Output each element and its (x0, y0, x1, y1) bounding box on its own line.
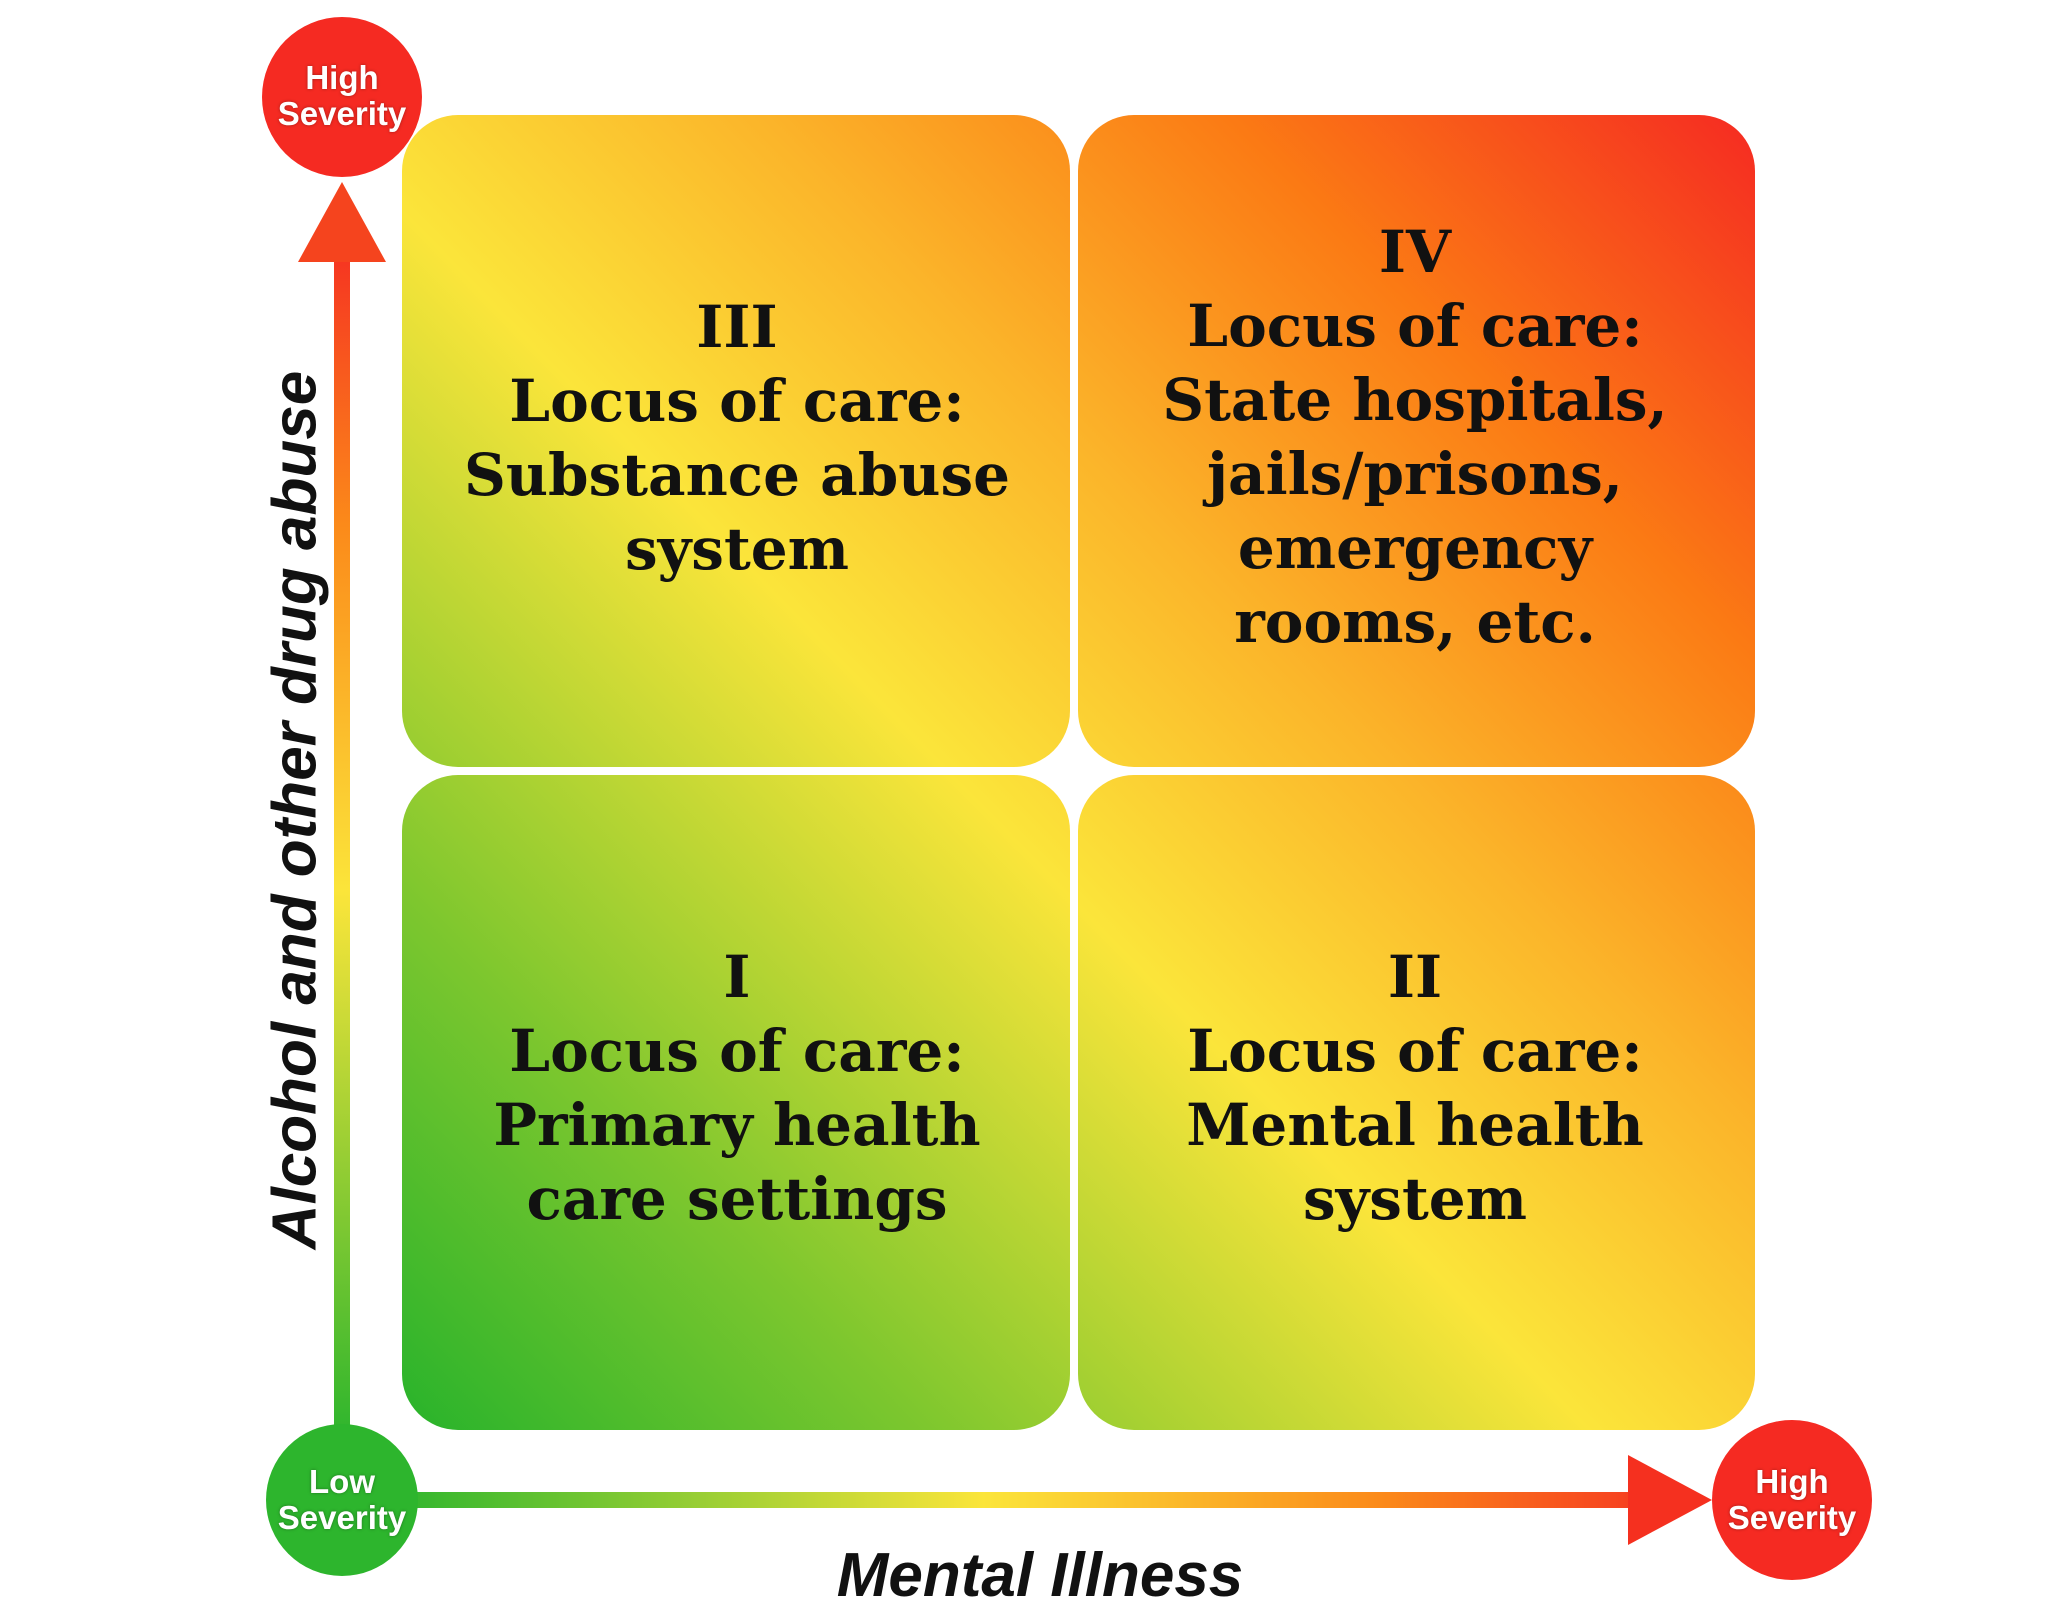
quadrant-I-line-1: Locus of care: (509, 1017, 965, 1085)
x-axis (390, 1455, 1712, 1545)
quadrant-I-line-2: Primary health (493, 1091, 981, 1159)
quadrant-IV-numeral: IV (1378, 218, 1452, 286)
low-severity-origin-circle (266, 1424, 418, 1576)
quadrant-III-tile (402, 115, 1070, 767)
quadrant-IV-line-3: jails/prisons, (1207, 440, 1623, 508)
quadrant-IV-text: IV Locus of care: State hospitals, jails… (1115, 215, 1715, 659)
quadrant-I-text: I Locus of care: Primary health care set… (452, 940, 1022, 1236)
quadrant-III-line-2: Substance abuse (463, 441, 1011, 509)
quadrant-I-tile (402, 775, 1070, 1430)
low-severity-line-2: Severity (277, 1499, 407, 1536)
y-axis-label: Alcohol and other drug abuse (260, 370, 330, 1250)
quadrant-panel (402, 115, 1755, 1430)
high-severity-top-circle (262, 17, 422, 177)
quadrant-II-tile (1078, 775, 1755, 1430)
quadrant-I-numeral: I (723, 943, 751, 1011)
low-severity-line-1: Low (309, 1463, 375, 1500)
high-severity-top-line-1: High (305, 59, 379, 96)
low-severity-origin-label: Low Severity (262, 1464, 422, 1536)
high-severity-right-label: High Severity (1712, 1464, 1872, 1536)
quadrant-IV-line-2: State hospitals, (1162, 366, 1668, 434)
quadrant-IV-line-4: emergency (1237, 514, 1593, 582)
x-axis-label: Mental Illness (836, 1541, 1244, 1610)
quadrant-II-line-3: system (1302, 1165, 1528, 1233)
quadrant-IV-tile (1078, 115, 1755, 767)
quadrant-II-numeral: II (1387, 943, 1443, 1011)
high-severity-right-line-2: Severity (1727, 1499, 1857, 1536)
quadrant-IV-line-5: rooms, etc. (1234, 588, 1596, 656)
y-axis (298, 182, 386, 1440)
quadrant-III-numeral: III (696, 293, 778, 361)
quadrant-I-line-3: care settings (526, 1165, 948, 1233)
high-severity-right-circle (1712, 1420, 1872, 1580)
x-axis-line (390, 1492, 1640, 1508)
x-axis-arrowhead (1628, 1455, 1712, 1545)
y-axis-line (334, 250, 350, 1440)
quadrant-II-line-2: Mental health (1186, 1091, 1644, 1159)
y-axis-arrowhead (298, 182, 386, 262)
quadrant-III-line-1: Locus of care: (509, 367, 965, 435)
quadrant-IV-line-1: Locus of care: (1187, 292, 1643, 360)
high-severity-top-label: High Severity (262, 60, 422, 132)
quadrant-III-text: III Locus of care: Substance abuse syste… (452, 290, 1022, 586)
high-severity-top-line-2: Severity (277, 95, 407, 132)
quadrant-II-text: II Locus of care: Mental health system (1115, 940, 1715, 1236)
quadrant-II-line-1: Locus of care: (1187, 1017, 1643, 1085)
quadrant-III-line-3: system (624, 515, 850, 583)
high-severity-right-line-1: High (1755, 1463, 1829, 1500)
